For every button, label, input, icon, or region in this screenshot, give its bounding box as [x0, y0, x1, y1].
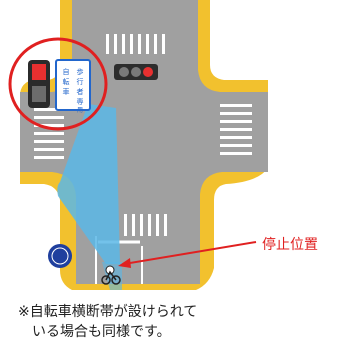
- pedestrian-bicycle-only-sign: [55, 59, 91, 111]
- note-line-1: ※自転車横断帯が設けられて: [18, 304, 198, 320]
- bottom-crosswalk: [124, 214, 167, 236]
- bicycle-road-sign: [48, 244, 72, 268]
- note-line-2: いる場合も同様です。: [32, 324, 171, 340]
- stop-position-arrow: [123, 241, 257, 265]
- vehicle-traffic-light: [114, 64, 158, 80]
- cyclist-icon: [101, 265, 121, 285]
- left-crosswalk: [34, 108, 64, 159]
- stop-position-arrowhead: [118, 258, 131, 268]
- pedestrian-bicycle-signal: [28, 60, 50, 108]
- sign-char-0: 自: [63, 67, 70, 76]
- sign-char-5: 者: [77, 88, 84, 96]
- sign-char-2: 転: [63, 78, 70, 86]
- top-crosswalk: [106, 34, 165, 54]
- sign-char-6: 専: [77, 97, 84, 106]
- right-crosswalk: [220, 104, 252, 155]
- bike-crossing-zone: [57, 104, 120, 264]
- highlight-circle: [8, 37, 108, 131]
- sign-char-7: 用: [77, 107, 83, 114]
- sign-char-3: 行: [77, 77, 84, 86]
- stop-position-label: 停止位置: [262, 237, 318, 253]
- sign-char-4: 車: [63, 87, 70, 96]
- sign-char-1: 歩: [77, 67, 84, 76]
